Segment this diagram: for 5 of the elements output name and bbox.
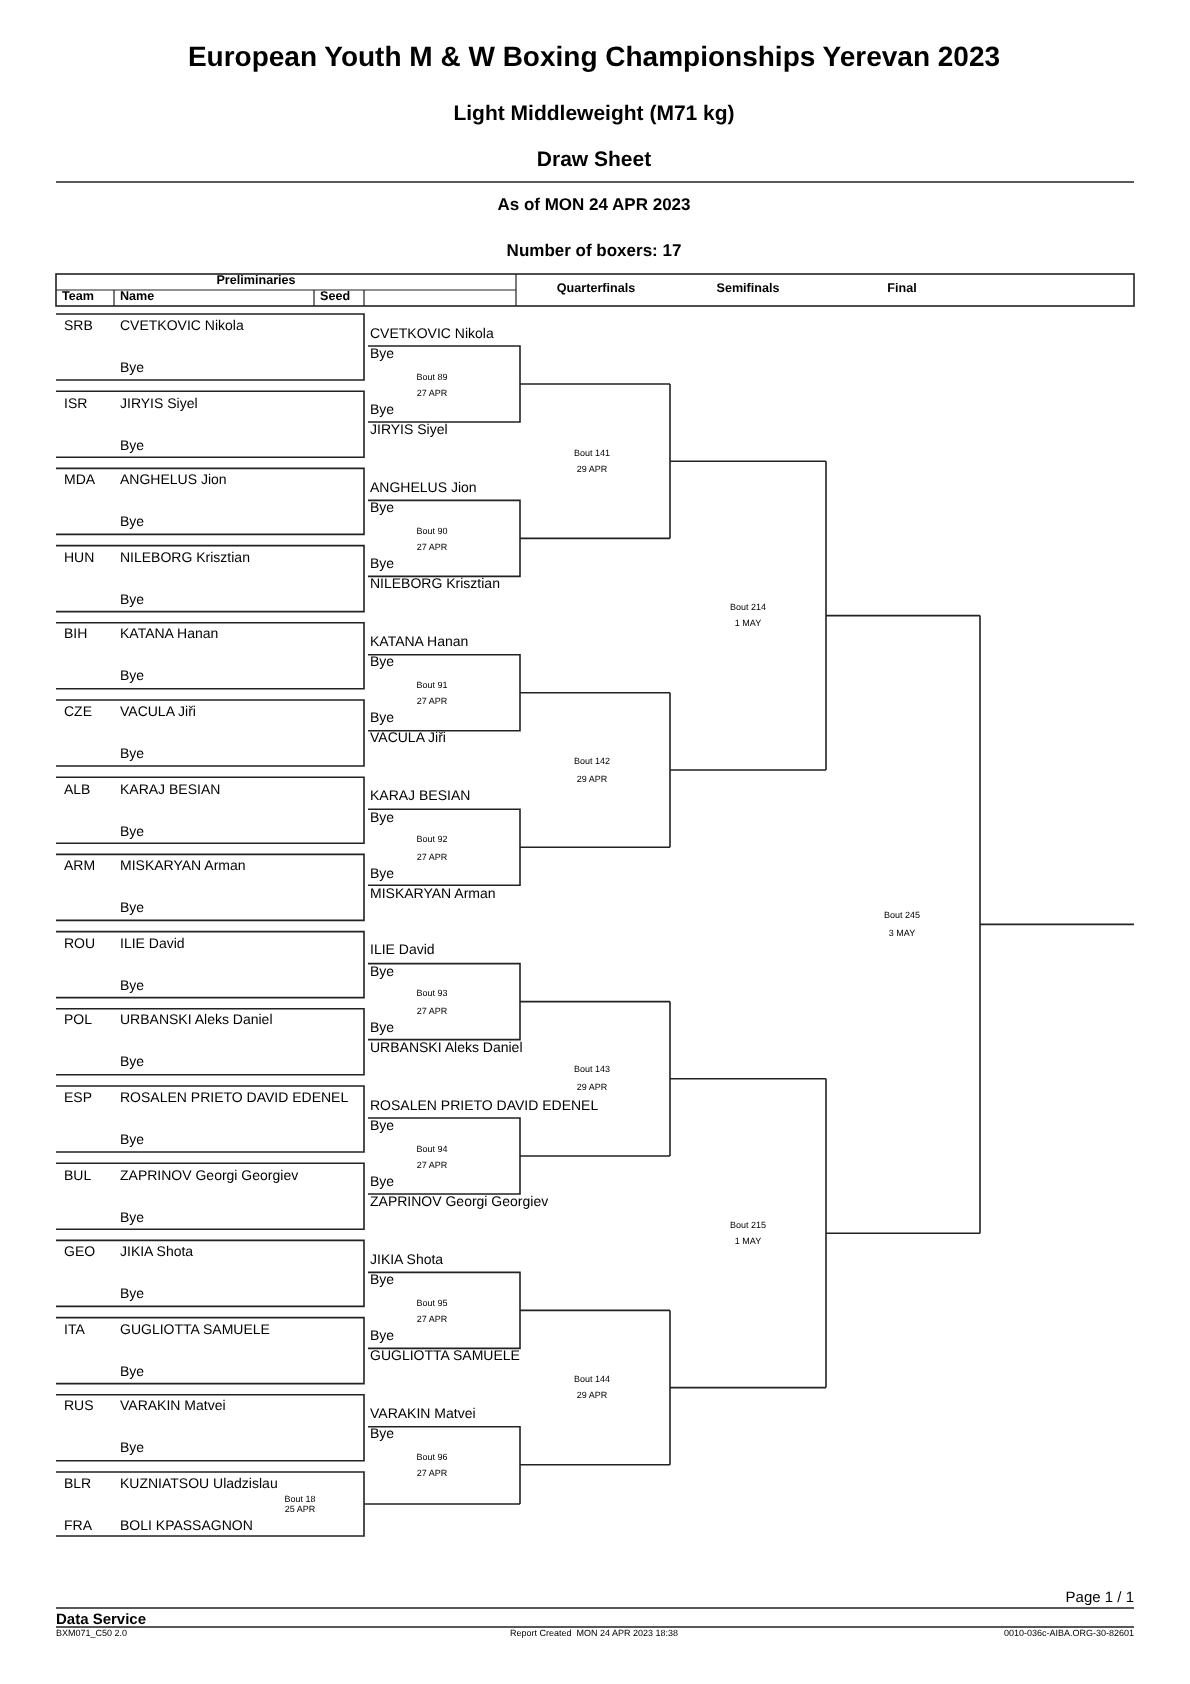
date-text: As of MON 24 APR 2023 [497,196,691,213]
title: European Youth M & W Boxing Championships Yerevan 2023 [187,42,1001,70]
subtitle: Light Middleweight (M71 kg) [453,104,735,125]
boxer-count: Number of boxers: 17 [506,242,682,259]
heading: Draw Sheet [536,150,652,171]
